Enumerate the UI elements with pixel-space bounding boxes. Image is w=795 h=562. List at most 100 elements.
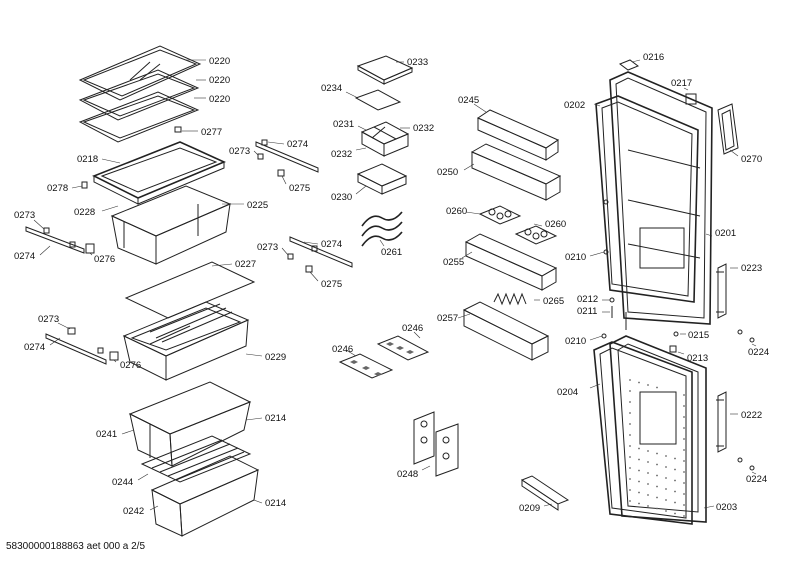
label-0232-a: 0232 [413,123,434,134]
label-0265: 0265 [543,296,564,307]
clip-part [174,126,182,133]
label-0211: 0211 [577,306,597,317]
drawer-rail-right-upper [255,139,319,177]
liner-0234 [354,89,402,111]
label-0220-c: 0220 [209,94,230,105]
label-0217: 0217 [671,78,692,89]
cover-0217 [685,93,697,105]
label-0231: 0231 [333,119,354,130]
glass-shelf-lower [78,91,200,143]
label-0224-b: 0224 [746,474,767,485]
label-0275-b: 0275 [321,279,342,290]
lower-door-dot-pattern [629,379,685,517]
shelf-0233 [356,55,414,85]
label-0214-b: 0214 [265,498,286,509]
label-0213: 0213 [687,353,708,364]
label-0244: 0244 [112,477,133,488]
drawer-rail-left-lower [45,327,119,365]
drawer-rail-left-upper [25,226,95,254]
egg-tray-0260-a [478,205,522,225]
door-shelf-0250 [470,143,562,201]
crisper-cover-frame [92,141,226,205]
screw-0224-b [737,457,743,463]
cool-packs-0248 [413,411,459,477]
label-0225: 0225 [247,200,268,211]
glass-cover-plate [124,261,256,319]
handle-0222 [716,391,727,453]
label-0234: 0234 [321,83,342,94]
label-0224-a: 0224 [748,347,769,358]
screw-lower [601,333,607,339]
cap-0224-a [749,337,755,343]
label-0230: 0230 [331,192,352,203]
label-0209: 0209 [519,503,540,514]
drawing-reference: 58300000188863 aet 000 a 2/5 [6,541,146,552]
label-0218: 0218 [77,154,98,165]
label-0246-b: 0246 [332,344,353,355]
label-0273-c: 0273 [257,242,278,253]
trim-strip-0209 [520,475,570,511]
label-0233: 0233 [407,57,428,68]
label-0276-b: 0276 [120,360,141,371]
label-0276-a: 0276 [94,254,115,265]
label-0248: 0248 [397,469,418,480]
grid-tray-drawer [122,301,250,381]
label-0203: 0203 [716,502,737,513]
label-0227: 0227 [235,259,256,270]
part-0215 [673,331,679,337]
label-0260-a: 0260 [446,206,467,217]
label-0223: 0223 [741,263,762,274]
upper-door-gasket [595,95,699,303]
label-0202: 0202 [564,100,585,111]
bottle-rack-0261 [361,211,403,247]
freezer-drawer-upper [128,381,252,467]
label-0216: 0216 [643,52,664,63]
label-0273-b: 0273 [229,146,250,157]
door-shelf-0257 [462,292,550,361]
screw-0224-a [737,329,743,335]
hinge-0270 [717,103,739,155]
label-0232-b: 0232 [331,149,352,160]
egg-tray-0260-b [514,225,558,245]
label-0277: 0277 [201,127,222,138]
label-0274-d: 0274 [24,342,45,353]
label-0257: 0257 [437,313,458,324]
ice-tray-0246-b [338,353,394,379]
door-shelf-0245 [476,109,560,161]
label-0261: 0261 [381,247,402,258]
label-0273-a: 0273 [14,210,35,221]
drawer-rail-right-lower [287,236,353,273]
handle-0223 [716,263,727,319]
cap-0224-b [749,465,755,471]
label-0270: 0270 [741,154,762,165]
label-0275-a: 0275 [289,183,310,194]
glass-shelf-top [78,45,202,101]
label-0212: 0212 [577,294,598,305]
label-0274-c: 0274 [321,239,342,250]
label-0260-b: 0260 [545,219,566,230]
screw-upper-a [603,199,609,205]
label-0250: 0250 [437,167,458,178]
label-0274-a: 0274 [14,251,35,262]
screw-part [81,181,88,189]
label-0242: 0242 [123,506,144,517]
label-0201: 0201 [715,228,736,239]
label-0220-a: 0220 [209,56,230,67]
label-0222: 0222 [741,410,762,421]
label-0210-a: 0210 [565,252,586,263]
crisper-drawer-upper [110,185,232,265]
label-0215: 0215 [688,330,709,341]
label-0204: 0204 [557,387,578,398]
ice-tray-0246-a [376,335,430,361]
tray-0230 [356,163,408,195]
label-0255: 0255 [443,257,464,268]
part-0212 [609,297,615,303]
label-0273-d: 0273 [38,314,59,325]
glass-shelf-middle [78,69,200,121]
label-0246-a: 0246 [402,323,423,334]
label-0210-b: 0210 [565,336,586,347]
label-0229: 0229 [265,352,286,363]
label-0228: 0228 [74,207,95,218]
part-0213 [669,345,677,353]
